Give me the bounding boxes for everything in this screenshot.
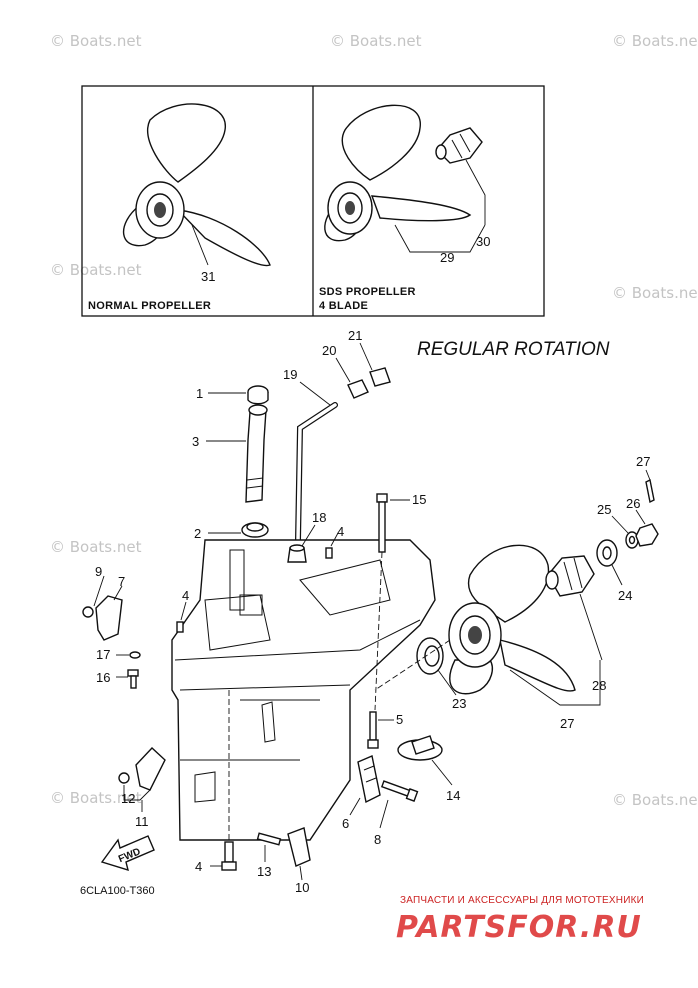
callout-4: 4: [337, 524, 344, 539]
part-21-rubber-seals: 20 21: [322, 328, 391, 399]
callout-1: 1: [196, 386, 203, 401]
part-26-cotter-pin: 27: [636, 454, 655, 504]
part-1-seal: 1: [196, 385, 269, 405]
part-4-dowel-pin: 4: [325, 524, 344, 559]
callout-19: 18: [312, 510, 326, 525]
ad-brand: PARTSFOR.RU: [396, 910, 642, 945]
watermark: © Boats.net: [612, 284, 698, 302]
part-5-bolt: 4: [195, 690, 237, 874]
callout-29: 29: [440, 250, 454, 265]
part-18-o-ring: 17: [96, 647, 141, 662]
watermark: © Boats.net: [330, 32, 422, 50]
callout-13: 12: [121, 791, 135, 806]
part-23-spacer: 24: [596, 539, 632, 603]
callout-22: 23: [452, 696, 466, 711]
watermark: © Boats.net: [612, 32, 698, 50]
part-8-anode-plate: 9 7: [82, 564, 125, 641]
callout-17: 16: [96, 670, 110, 685]
part-22-thrust-washer: 23: [374, 637, 466, 711]
callout-9: 8: [374, 832, 381, 847]
sds-propeller-label-line2: 4 BLADE: [319, 300, 368, 312]
callout-8: 7: [118, 574, 125, 589]
sds-bushing-30: [435, 127, 483, 164]
part-25-nut: 26: [626, 496, 659, 547]
watermark: © Boats.net: [50, 789, 142, 807]
callout-21: 20: [322, 343, 336, 358]
part-4-dowel-pin-left: 4: [176, 588, 189, 633]
part-11-cover: 10: [287, 827, 311, 895]
callout-28: 28: [592, 678, 606, 693]
propeller-options-frame: [81, 85, 545, 317]
callout-25: 26: [626, 496, 640, 511]
part-9-bolt: 8: [374, 780, 419, 847]
part-16-bolt: 15: [374, 492, 426, 711]
callout-27: 27: [560, 716, 574, 731]
part-14-screw: 13: [256, 832, 282, 879]
part-17-screw: 16: [96, 669, 139, 689]
callout-21: 21: [348, 328, 362, 343]
part-7-anode: 6: [342, 755, 381, 831]
callout-6: 5: [396, 712, 403, 727]
callout-20: 19: [283, 367, 297, 382]
callout-14: 13: [257, 864, 271, 879]
diagram-code: 6CLA100-T360: [80, 885, 155, 897]
part-12-plate: 12 11: [118, 747, 166, 829]
callout-7: 6: [342, 816, 349, 831]
callout-18: 17: [96, 647, 110, 662]
sds-propeller-label-line1: SDS PROPELLER: [319, 286, 416, 298]
part-27-propeller: 27: [448, 544, 601, 731]
callout-30: 30: [476, 234, 490, 249]
callout-12: 11: [135, 814, 149, 829]
callout-3: 3: [192, 434, 199, 449]
part-19-grommet: 18: [287, 510, 326, 563]
ad-tagline: ЗАПЧАСТИ И АКСЕССУАРЫ ДЛЯ МОТОТЕХНИКИ: [400, 895, 644, 906]
callout-4: 4: [182, 588, 189, 603]
callout-24: 25: [597, 502, 611, 517]
normal-propeller-label: NORMAL PROPELLER: [88, 300, 211, 312]
watermark: © Boats.net: [612, 791, 698, 809]
callout-16: 15: [412, 492, 426, 507]
normal-propeller-drawing: 31 NORMAL PROPELLER: [88, 103, 271, 312]
part-3-water-tube: 3: [192, 404, 268, 503]
part-28-bushing: 28: [545, 555, 606, 693]
callout-15: 14: [446, 788, 460, 803]
rotation-title: REGULAR ROTATION: [417, 339, 610, 360]
forward-direction-arrow: FWD: [100, 835, 155, 872]
callout-23: 24: [618, 588, 632, 603]
callout-5: 4: [195, 859, 202, 874]
part-2-grommet: 2: [194, 522, 269, 541]
callout-11: 10: [295, 880, 309, 895]
callout-2: 2: [194, 526, 201, 541]
callout-26: 27: [636, 454, 650, 469]
callout-10: 9: [95, 564, 102, 579]
watermark: © Boats.net: [50, 261, 142, 279]
lower-casing-housing: [171, 539, 436, 841]
part-20-pipe: 19: [283, 367, 338, 543]
watermark-layer: © Boats.net © Boats.net © Boats.net © Bo…: [50, 32, 698, 809]
watermark: © Boats.net: [50, 32, 142, 50]
part-24-washer: 25: [597, 502, 639, 549]
part-15-trim-tab: 14: [397, 735, 460, 803]
watermark: © Boats.net: [50, 538, 142, 556]
part-6-bolt: 5: [367, 711, 403, 749]
partsfor-advertisement: ЗАПЧАСТИ И АКСЕССУАРЫ ДЛЯ МОТОТЕХНИКИ PA…: [396, 895, 644, 945]
callout-31: 31: [201, 269, 215, 284]
sds-propeller-drawing: 30 29 SDS PROPELLER 4 BLADE: [319, 104, 490, 312]
